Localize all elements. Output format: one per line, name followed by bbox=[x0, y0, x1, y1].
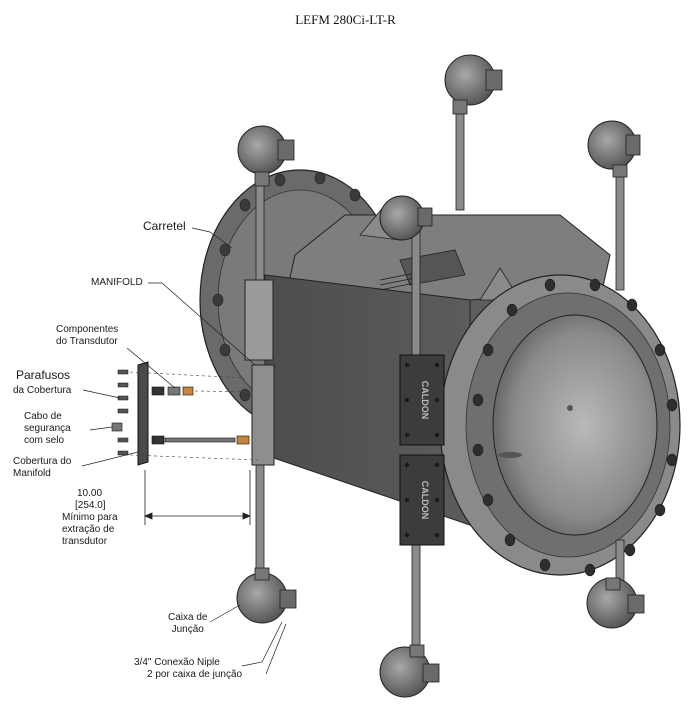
junction-box-bottom-center bbox=[379, 644, 440, 698]
label-manifold: MANIFOLD bbox=[91, 277, 143, 288]
junction-box-top-left bbox=[237, 125, 295, 187]
front-flange bbox=[439, 274, 681, 577]
junction-box-bottom-right bbox=[586, 577, 645, 629]
junction-box-top-center bbox=[444, 54, 503, 115]
cover-bolts bbox=[117, 369, 129, 456]
label-cover-bolts-line1: Parafusos bbox=[16, 368, 71, 382]
label-junction-box: Caixa de Junção bbox=[168, 612, 208, 635]
leader-lines bbox=[81, 227, 287, 675]
label-dimension-note: Mínimo para extração de transdutor bbox=[62, 512, 118, 547]
junction-box-bottom-left bbox=[236, 567, 297, 624]
conduit-pipes bbox=[255, 109, 625, 656]
label-dimension-mm: [254.0] bbox=[75, 500, 106, 511]
manifold-brand-lower: CALDON bbox=[420, 481, 430, 520]
manifold-brand-upper: CALDON bbox=[420, 381, 430, 420]
transducer-upper bbox=[151, 386, 194, 396]
safety-cable-part bbox=[111, 422, 123, 432]
label-nipple-line1: 3/4" Conexão Niple bbox=[134, 657, 220, 668]
junction-boxes bbox=[236, 54, 645, 698]
exploded-parts bbox=[111, 361, 259, 466]
label-manifold-cover: Cobertura do Manifold bbox=[13, 456, 72, 479]
junction-box-top-right bbox=[587, 120, 641, 178]
label-safety-cable: Cabo de segurança com selo bbox=[24, 411, 71, 446]
left-manifold bbox=[244, 279, 275, 466]
junction-box-mid bbox=[379, 195, 433, 241]
label-dimension-in: 10.00 bbox=[77, 488, 103, 499]
front-manifold: CALDON CALDON bbox=[399, 354, 445, 546]
manifold-cover-part bbox=[137, 361, 149, 466]
transducer-lower bbox=[151, 435, 250, 445]
label-spool: Carretel bbox=[143, 219, 186, 233]
label-nipple-line2: 2 por caixa de junção bbox=[147, 669, 243, 680]
label-transducer-components: Componentes do Transdutor bbox=[56, 324, 119, 347]
dimension-line bbox=[143, 470, 252, 525]
label-cover-bolts-line2: da Cobertura bbox=[13, 385, 72, 396]
diagram-title: LEFM 280Ci-LT-R bbox=[295, 12, 396, 27]
